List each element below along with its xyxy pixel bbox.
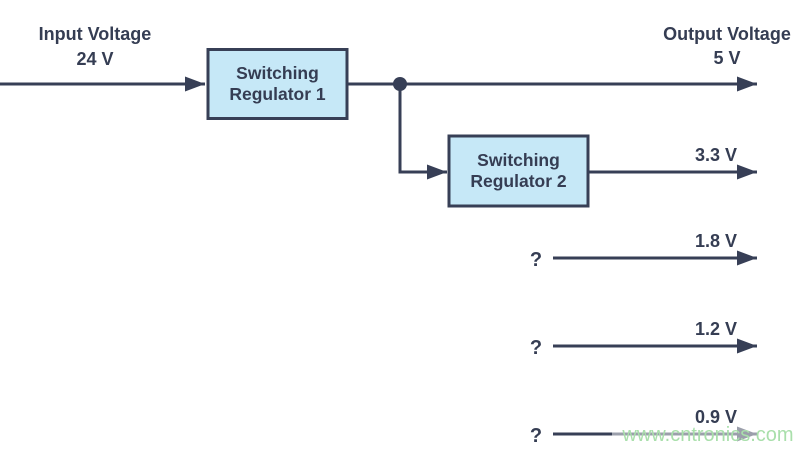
regulator-1-label-line1: Switching <box>236 63 319 83</box>
branch-arrow <box>398 84 447 180</box>
regulator-2-label-line2: Regulator 2 <box>470 171 567 191</box>
regulator-1-label-line2: Regulator 1 <box>229 84 326 104</box>
output-voltage-value-0v9: 0.9 V <box>695 407 737 427</box>
regulator-2-label-line1: Switching <box>477 150 560 170</box>
watermark-band <box>612 423 804 445</box>
unknown-source-0v9: ? <box>530 425 542 447</box>
output-voltage-value-1v8: 1.8 V <box>695 231 737 251</box>
output-voltage-label: Output Voltage <box>663 24 791 44</box>
input-voltage-label: Input Voltage <box>39 24 152 44</box>
watermark-text: www.cntronics.com <box>621 424 793 446</box>
output-voltage-value-1v2: 1.2 V <box>695 319 737 339</box>
unknown-source-1v2: ? <box>530 337 542 359</box>
input-voltage-value: 24 V <box>76 49 113 69</box>
output-voltage-value-3v3: 3.3 V <box>695 145 737 165</box>
output-voltage-value-5v: 5 V <box>713 48 740 68</box>
unknown-source-1v8: ? <box>530 249 542 271</box>
regulator-2-box <box>447 134 590 208</box>
